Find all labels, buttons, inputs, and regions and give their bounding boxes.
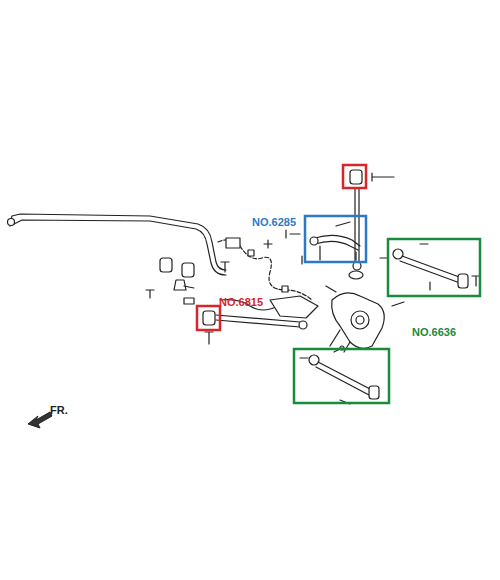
bolt bbox=[336, 222, 350, 226]
lower-arm-bushing bbox=[369, 386, 379, 399]
callout-number: NO.6815 bbox=[219, 292, 263, 310]
upper-arm-stud bbox=[320, 246, 356, 260]
lateral-arm-bushing bbox=[393, 249, 403, 259]
highlight-box bbox=[305, 216, 366, 262]
end-link-bushing bbox=[350, 170, 362, 184]
lower-arm bbox=[316, 362, 372, 395]
hub-bearing bbox=[356, 316, 364, 324]
knuckle bbox=[332, 293, 385, 348]
bolt bbox=[301, 256, 302, 264]
bolt bbox=[205, 332, 213, 344]
toe-arm-eye bbox=[299, 321, 307, 329]
direction-label: FR. bbox=[50, 400, 68, 418]
sway-bar bbox=[10, 214, 226, 270]
upper-arm bbox=[315, 235, 360, 250]
mount-bracket bbox=[226, 238, 240, 248]
end-link bbox=[355, 188, 359, 262]
lateral-arm-bushing bbox=[458, 274, 468, 288]
callout-number: NO.6636 bbox=[412, 326, 456, 338]
lateral-arm bbox=[400, 256, 462, 283]
highlight-box bbox=[388, 239, 480, 296]
toe-arm-bushing bbox=[203, 311, 215, 325]
abs-wire bbox=[218, 240, 312, 300]
bolt bbox=[221, 262, 229, 272]
bar-bracket bbox=[174, 280, 194, 290]
upper-arm-bushing bbox=[310, 237, 318, 245]
sway-bar-end bbox=[8, 219, 15, 226]
highlight-box bbox=[197, 306, 220, 330]
bolt bbox=[420, 244, 480, 290]
bolt bbox=[300, 348, 350, 404]
sub-bracket bbox=[270, 296, 318, 318]
front-arrow bbox=[28, 412, 52, 428]
callout-number: NO.6285 bbox=[252, 216, 296, 228]
lower-arm-bushing bbox=[309, 355, 319, 365]
wire-clip bbox=[282, 286, 288, 292]
bar-bushing bbox=[182, 263, 194, 277]
bar-bracket bbox=[184, 298, 194, 304]
end-link-bolt bbox=[372, 173, 394, 181]
highlight-box bbox=[294, 349, 389, 403]
bolt bbox=[146, 290, 154, 298]
mount-washer bbox=[349, 271, 363, 279]
hub-bearing bbox=[351, 311, 369, 329]
callout-number: NO.6636 bbox=[412, 322, 456, 340]
bolt bbox=[286, 230, 300, 238]
bolt bbox=[264, 240, 272, 248]
callout-number: NO.6815 bbox=[219, 296, 263, 308]
direction-label: FR. bbox=[50, 404, 68, 416]
callout-number: NO.6285 bbox=[252, 212, 296, 230]
bar-bushing bbox=[160, 258, 172, 272]
highlight-box bbox=[343, 165, 366, 188]
wire-clip bbox=[248, 250, 254, 256]
